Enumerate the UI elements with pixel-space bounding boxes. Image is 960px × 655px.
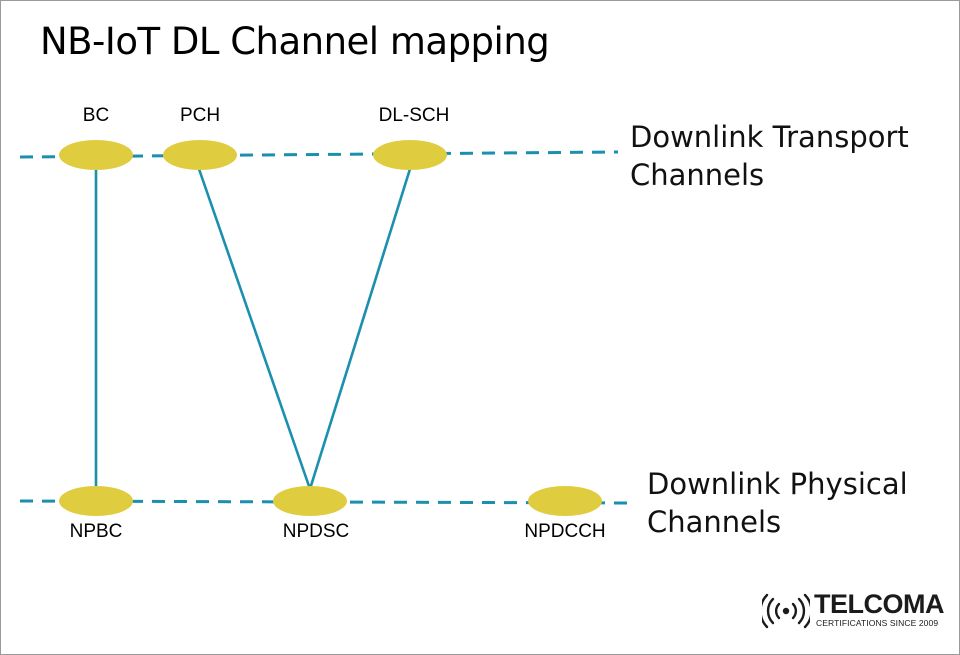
broadcast-signal-icon: [762, 593, 810, 629]
node-label-bc: BC: [82, 105, 110, 126]
node-label-npbc: NPBC: [69, 521, 123, 542]
node-npdcch: [528, 486, 602, 516]
page-title: NB-IoT DL Channel mapping: [40, 20, 550, 63]
node-label-pch: PCH: [179, 105, 221, 126]
mapping-dlsch-npdsc: [308, 168, 412, 490]
node-dlsch: [373, 140, 447, 170]
mapping-pch-npdsc: [197, 168, 312, 490]
logo-tagline: CERTIFICATIONS SINCE 2009: [816, 618, 939, 628]
telcoma-logo: TELCOMA CERTIFICATIONS SINCE 2009: [762, 589, 952, 633]
physical-layer-label: Downlink Physical Channels: [647, 467, 908, 539]
node-label-npdcch: NPDCCH: [524, 521, 606, 542]
node-bc: [59, 140, 133, 170]
node-npdsc: [273, 486, 347, 516]
node-npbc: [59, 486, 133, 516]
logo-name: TELCOMA: [814, 589, 944, 619]
node-label-npdsc: NPDSC: [282, 521, 350, 542]
transport-layer-label: Downlink Transport Channels: [630, 120, 909, 192]
node-label-dlsch: DL-SCH: [378, 105, 450, 126]
node-pch: [163, 140, 237, 170]
